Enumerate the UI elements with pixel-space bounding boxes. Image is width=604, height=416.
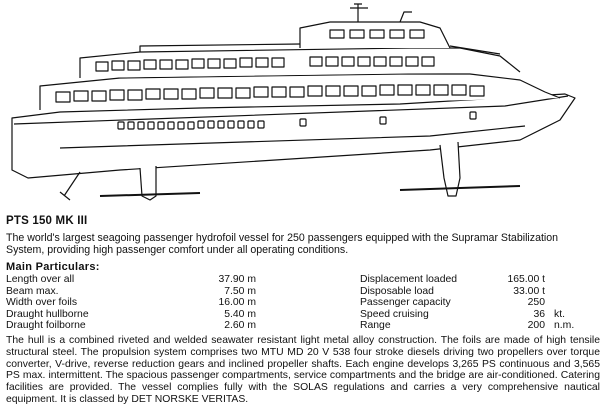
page-title: PTS 150 MK III: [6, 215, 88, 227]
hydrofoil-vessel-drawing: [11, 3, 576, 201]
spec-row: Passenger capacity 250: [360, 297, 600, 309]
description-paragraph: The hull is a combined riveted and welde…: [6, 335, 600, 405]
spec-value: 33.00 t: [513, 285, 545, 297]
spec-row: Draught hullborne 5.40 m: [6, 309, 286, 321]
main-deck-windows: [55, 84, 485, 103]
spec-row: Length over all 37.90 m: [6, 274, 286, 286]
spec-value: 16.00 m: [218, 297, 256, 309]
spec-row: Width over foils 16.00 m: [6, 297, 286, 309]
spec-label: Passenger capacity: [360, 297, 451, 309]
spec-label: Range: [360, 320, 391, 332]
spec-row: Speed cruising 36 kt.: [360, 309, 600, 321]
spec-label: Disposable load: [360, 285, 434, 297]
spec-value: 37.90 m: [218, 274, 256, 285]
spec-row: Disposable load 33.00 t: [360, 286, 600, 298]
spec-unit: kt.: [554, 308, 565, 320]
bridge: [299, 21, 451, 49]
hull-outline: [11, 93, 576, 179]
spec-row: Beam max. 7.50 m: [6, 286, 286, 298]
spec-value: 5.40 m: [224, 308, 256, 320]
forward-foil-strut: [439, 141, 461, 197]
spec-label: Beam max.: [6, 285, 59, 297]
particulars-left-column: Length over all 37.90 m Beam max. 7.50 m…: [6, 274, 286, 332]
aft-foil-strut: [139, 166, 157, 201]
spec-value: 200: [527, 320, 545, 332]
spec-value: 165.00 t: [507, 274, 545, 285]
spec-row: Displacement loaded 165.00 t: [360, 274, 600, 286]
particulars-right-column: Displacement loaded 165.00 t Disposable …: [360, 274, 600, 332]
lower-portholes: [117, 111, 477, 130]
mast: [350, 3, 412, 23]
upper-deck-windows: [95, 56, 435, 72]
main-particulars-heading: Main Particulars:: [6, 261, 100, 273]
spec-value: 36: [533, 308, 545, 320]
propeller-shaft: [59, 171, 81, 201]
spec-value: 250: [527, 297, 545, 309]
spec-label: Draught hullborne: [6, 308, 89, 320]
spec-label: Speed cruising: [360, 308, 429, 320]
spec-value: 7.50 m: [224, 285, 256, 297]
spec-row: Draught foilborne 2.60 m: [6, 320, 286, 332]
spec-row: Range 200 n.m.: [360, 320, 600, 332]
spec-label: Length over all: [6, 274, 75, 285]
spec-unit: n.m.: [554, 320, 575, 332]
spec-label: Draught foilborne: [6, 320, 86, 332]
spec-label: Width over foils: [6, 297, 78, 309]
intro-paragraph: The world's largest seagoing passenger h…: [6, 232, 559, 256]
main-deck: [39, 73, 561, 110]
spec-value: 2.60 m: [224, 320, 256, 332]
spec-label: Displacement loaded: [360, 274, 458, 285]
